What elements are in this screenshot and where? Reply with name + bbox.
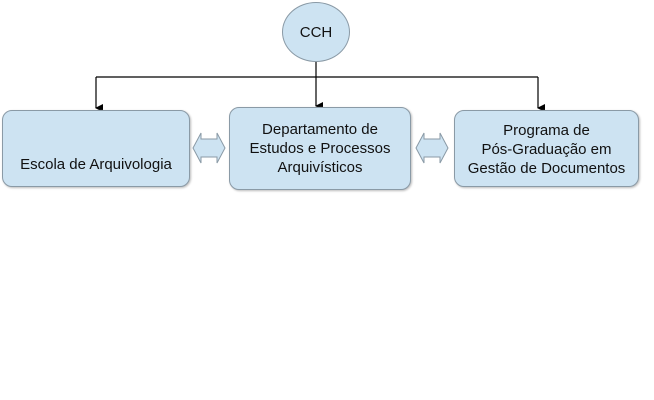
double-arrow-left xyxy=(192,132,226,164)
node-label: Estudos e Processos xyxy=(249,140,391,157)
node-label: Pós-Graduação em xyxy=(481,141,612,158)
double-arrow-right xyxy=(415,132,449,164)
node-departamento: Departamento de Estudos e Processos Arqu… xyxy=(229,107,411,190)
node-label: Escola de Arquivologia xyxy=(20,156,172,173)
node-escola-arquivologia: Escola de Arquivologia xyxy=(2,110,190,187)
node-label: Programa de xyxy=(503,122,590,139)
node-label: Gestão de Documentos xyxy=(467,160,626,177)
node-label: CCH xyxy=(299,23,333,41)
node-label: Departamento de xyxy=(262,121,378,138)
node-label: Arquivísticos xyxy=(277,159,363,176)
node-programa-pos-graduacao: Programa de Pós-Graduação em Gestão de D… xyxy=(454,110,639,187)
node-cch: CCH xyxy=(282,2,350,62)
